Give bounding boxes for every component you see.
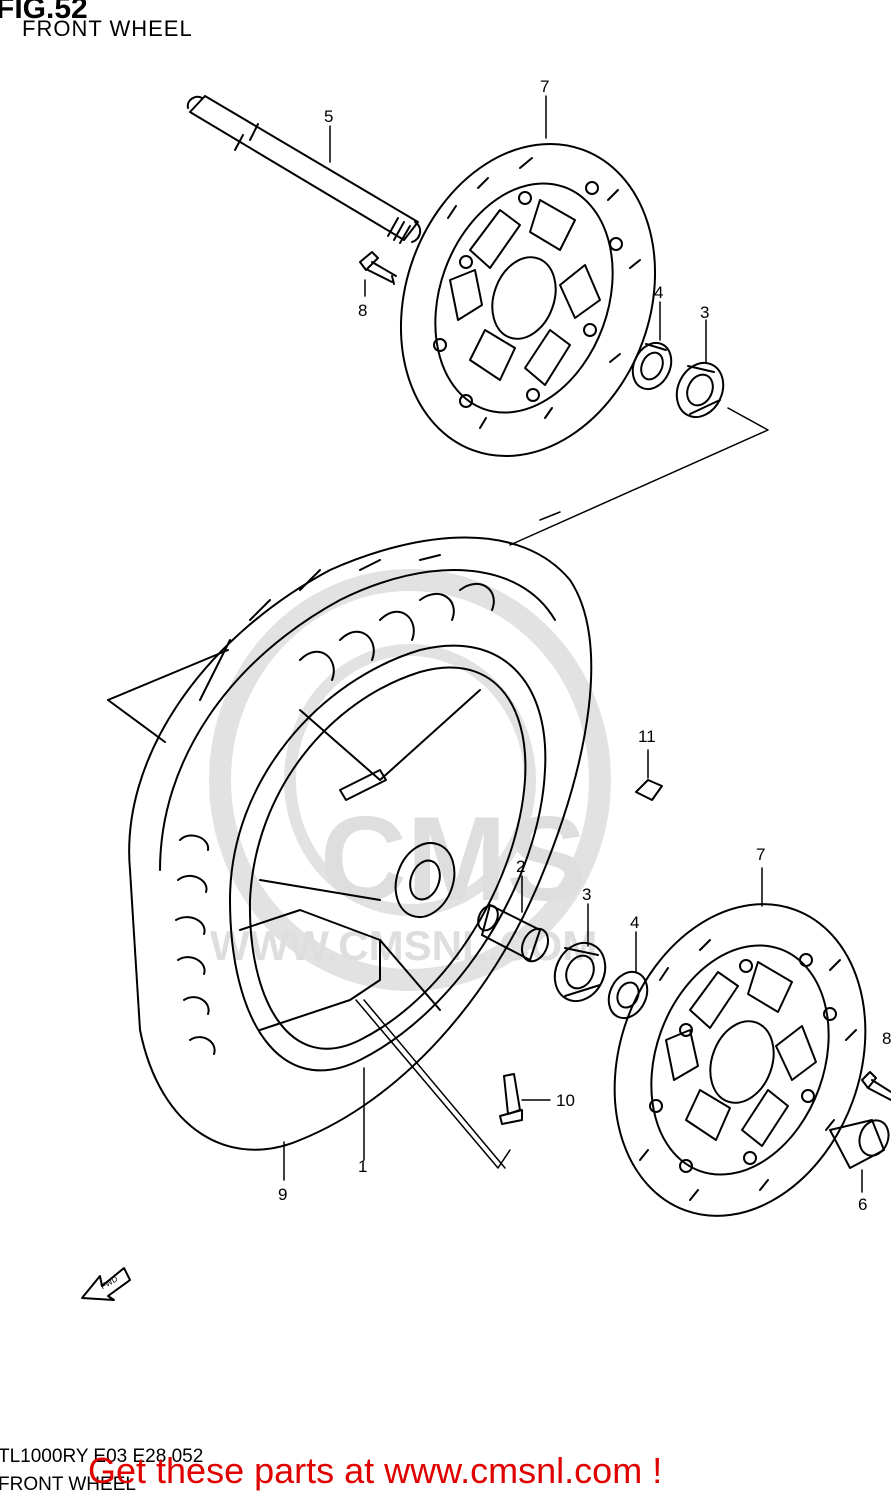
callout-axle: 5 xyxy=(324,107,333,126)
model-code: TL1000RY E03 E28 052 xyxy=(0,1446,204,1467)
brake-disc-top xyxy=(399,142,657,458)
bearing-top xyxy=(675,361,725,419)
leader-lines xyxy=(283,95,707,1181)
callout-spacer-top: 4 xyxy=(654,283,663,302)
fwd-arrow-icon xyxy=(81,1267,131,1301)
collar xyxy=(477,904,550,963)
bolt-top xyxy=(359,251,397,285)
clip xyxy=(635,749,663,801)
callout-disc-top: 7 xyxy=(540,77,549,96)
bolt-bottom xyxy=(861,1071,891,1101)
callout-bearing-top: 3 xyxy=(700,303,709,322)
section-name: FRONT WHEEL xyxy=(0,1474,136,1495)
promo-link[interactable]: Get these parts at www.cmsnl.com ! xyxy=(88,1450,663,1491)
spacer-mid xyxy=(607,970,649,1020)
valve xyxy=(499,1073,551,1125)
axle xyxy=(186,95,422,244)
callout-bolt-top: 8 xyxy=(358,301,367,320)
callout-labels: 5 7 8 4 3 11 2 3 4 7 8 10 1 9 6 xyxy=(278,77,891,1214)
callout-wheel: 1 xyxy=(358,1157,367,1176)
callout-collar-right: 6 xyxy=(858,1195,867,1214)
callout-bearing-mid: 3 xyxy=(582,885,591,904)
bearing-mid xyxy=(553,941,607,1003)
brake-disc-bottom xyxy=(613,867,867,1217)
callout-valve: 10 xyxy=(556,1091,575,1110)
wheel-rim xyxy=(107,644,547,1072)
watermark-logo: CMS xyxy=(320,792,587,926)
figure-subtitle: FRONT WHEEL xyxy=(22,16,193,41)
callout-tire: 9 xyxy=(278,1185,287,1204)
callout-clip: 11 xyxy=(638,727,656,746)
callout-disc-bottom: 7 xyxy=(756,845,765,864)
callout-spacer-mid: 4 xyxy=(630,913,639,932)
callout-bolt-bottom: 8 xyxy=(882,1029,891,1048)
figure-label: FIG.52 xyxy=(0,0,88,25)
tire xyxy=(128,536,593,1151)
guide-line-top xyxy=(509,407,769,546)
spacer-top xyxy=(631,341,673,391)
collar-right xyxy=(829,1119,890,1193)
callout-collar: 2 xyxy=(516,857,525,876)
